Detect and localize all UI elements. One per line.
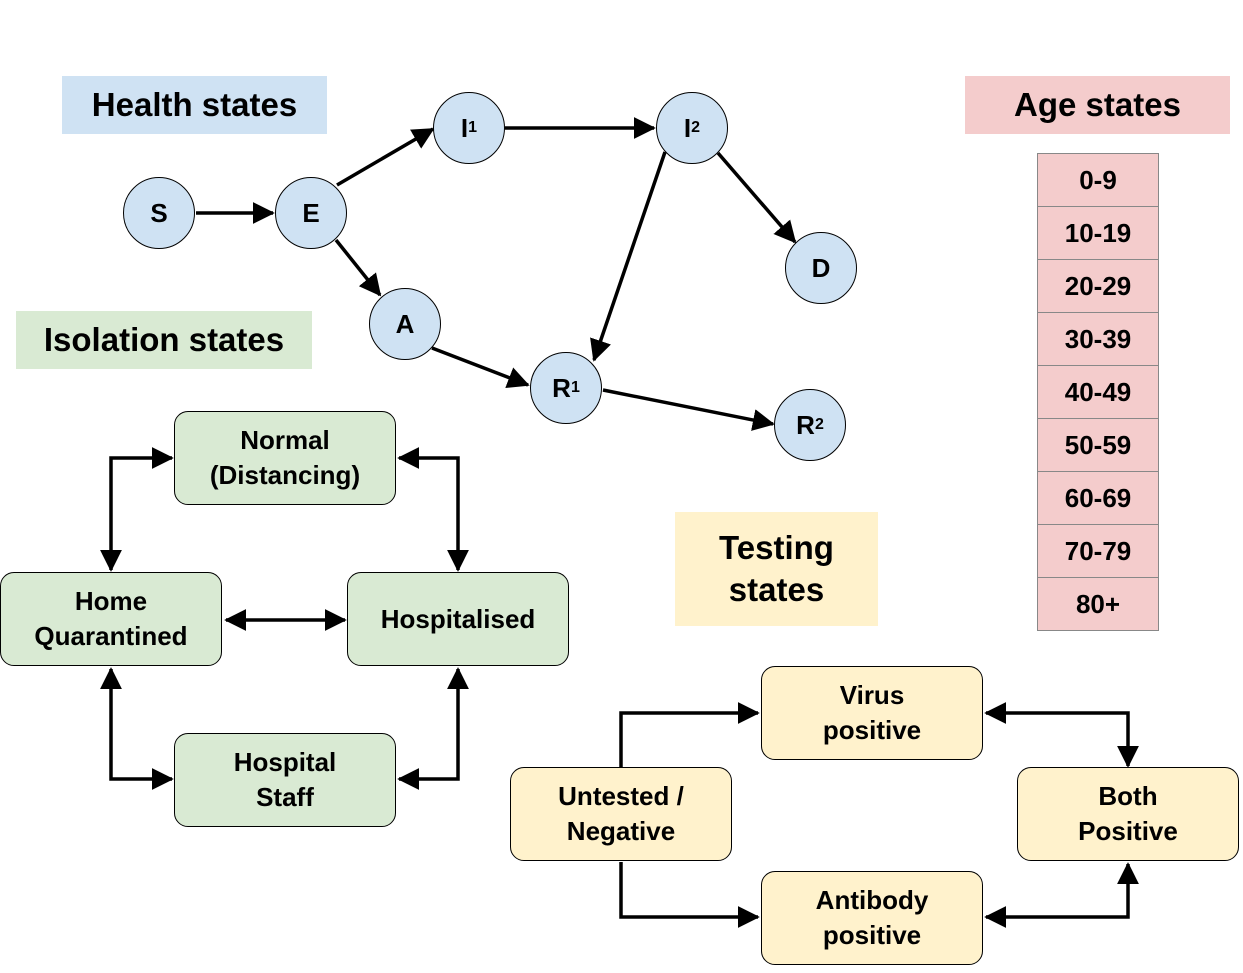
health-node-e: E (275, 177, 347, 249)
arrow-r1-to-r2 (602, 388, 775, 431)
arrow-normal-hospitalised (397, 447, 469, 572)
arrow-i2-to-d (716, 151, 797, 244)
node-subscript: 2 (814, 416, 824, 433)
arrow-i2-to-r1 (590, 151, 667, 362)
node-subscript: 1 (468, 119, 478, 136)
node-label: R (796, 409, 815, 440)
isolation-node-hospital-staff: Hospital Staff (174, 733, 396, 827)
arrow-untested-to-antibody (619, 862, 760, 928)
isolation-node-normal: Normal (Distancing) (174, 411, 396, 505)
node-subscript: 2 (691, 119, 701, 136)
age-state-cell: 10-19 (1037, 207, 1159, 260)
age-state-cell: 20-29 (1037, 260, 1159, 313)
testing-node-antibody-positive: Antibody positive (761, 871, 983, 965)
age-state-cell: 80+ (1037, 578, 1159, 631)
node-label: E (302, 197, 320, 228)
age-states-title: Age states (965, 76, 1230, 134)
arrow-home-staff (100, 667, 174, 790)
node-label: I (683, 112, 692, 143)
arrow-virus-both (984, 702, 1139, 768)
arrow-normal-home (100, 447, 174, 572)
health-node-d: D (785, 232, 857, 304)
health-states-title: Health states (62, 76, 327, 134)
testing-node-virus-positive: Virus positive (761, 666, 983, 760)
node-label: D (811, 252, 831, 283)
arrow-untested-to-virus (619, 702, 760, 767)
health-node-s: S (123, 177, 195, 249)
isolation-node-hospitalised: Hospitalised (347, 572, 569, 666)
age-state-cell: 50-59 (1037, 419, 1159, 472)
arrow-antibody-both (984, 862, 1139, 928)
node-label: A (395, 308, 415, 339)
age-state-cell: 40-49 (1037, 366, 1159, 419)
arrow-a-to-r1 (431, 346, 530, 389)
testing-node-both-positive: Both Positive (1017, 767, 1239, 861)
age-state-cell: 30-39 (1037, 313, 1159, 366)
node-label: I (460, 112, 469, 143)
node-label: S (150, 197, 168, 228)
age-state-cell: 60-69 (1037, 472, 1159, 525)
isolation-states-title: Isolation states (16, 311, 312, 369)
testing-states-title: Testing states (675, 512, 878, 626)
health-node-a: A (369, 288, 441, 360)
age-states-list: 0-9 10-19 20-29 30-39 40-49 50-59 60-69 … (1037, 153, 1159, 631)
testing-node-untested: Untested / Negative (510, 767, 732, 861)
arrow-e-to-a (334, 238, 382, 297)
isolation-node-home-quarantined: Home Quarantined (0, 572, 222, 666)
arrow-hospitalised-staff (397, 667, 469, 790)
age-state-cell: 0-9 (1037, 153, 1159, 207)
node-subscript: 1 (570, 379, 580, 396)
node-label: R (552, 372, 571, 403)
age-state-cell: 70-79 (1037, 525, 1159, 578)
arrow-e-to-i1 (336, 127, 435, 187)
